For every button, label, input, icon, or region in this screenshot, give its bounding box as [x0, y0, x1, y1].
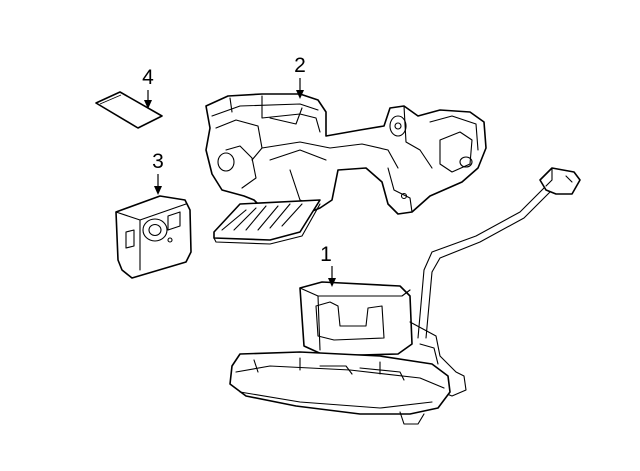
part-1-handle-assembly[interactable] [229, 167, 581, 425]
callout-3: 3 [152, 150, 164, 195]
callout-label-4: 4 [142, 66, 154, 89]
part-3-cover[interactable] [115, 195, 192, 279]
callout-label-1: 1 [320, 243, 332, 266]
callout-1: 1 [320, 243, 336, 287]
part-4-gasket[interactable] [95, 91, 163, 129]
callout-label-2: 2 [294, 54, 306, 77]
callout-label-3: 3 [152, 150, 164, 173]
callout-2: 2 [294, 54, 306, 99]
callout-4: 4 [142, 66, 154, 109]
part-2-bracket[interactable] [205, 93, 487, 245]
